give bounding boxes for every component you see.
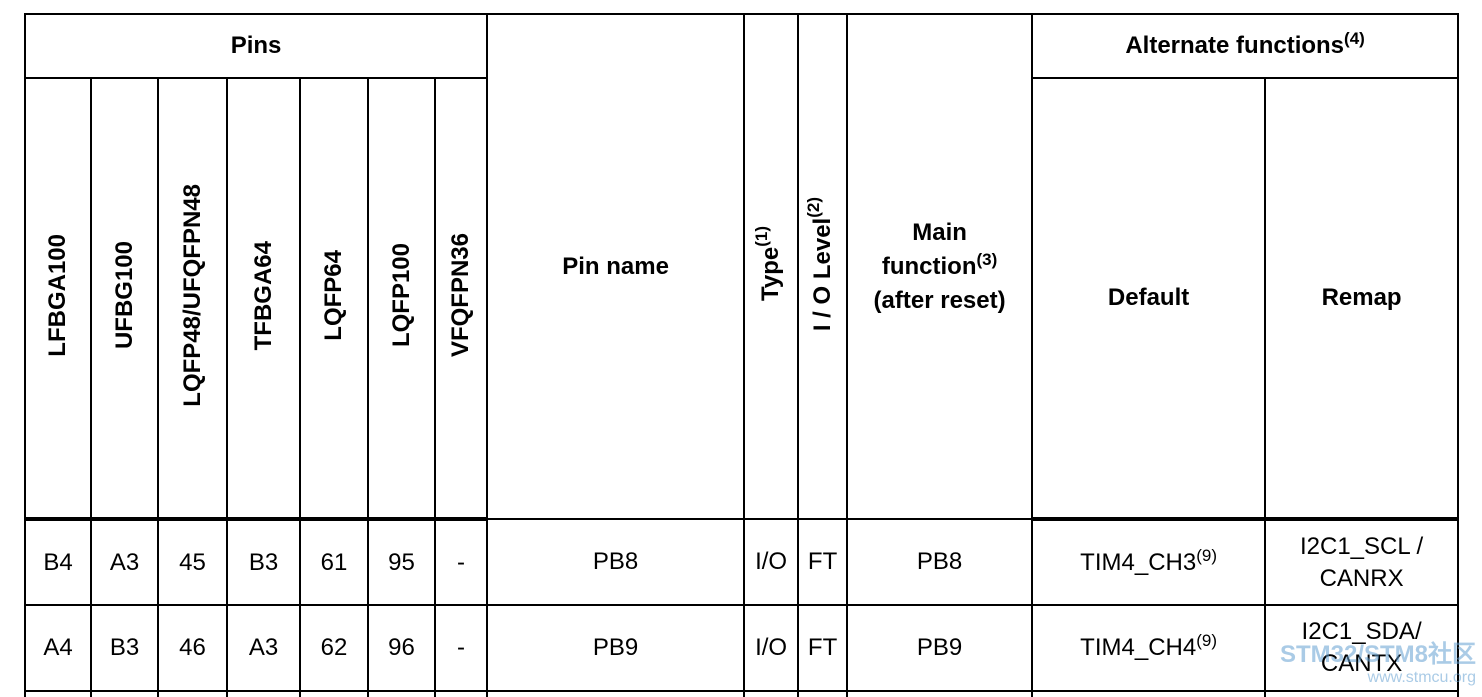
table-row-partial (24, 690, 1460, 697)
watermark: STM32/STM8社区 www.stmcu.org (1280, 634, 1476, 687)
table-row: A4 B3 46 A3 62 96 - PB9 I/O FT PB9 TIM4_… (24, 604, 1460, 692)
pins-header-label: Pins (230, 32, 282, 59)
col-header-tfbga64: TFBGA64 (226, 77, 301, 521)
cell-main-function: PB9 (846, 604, 1034, 692)
cell-default: TIM4_CH3(9) (1031, 518, 1267, 606)
header-row-bottom: LFBGA100 UFBG100 LQFP48/UFQFPN48 TFBGA64… (24, 77, 1460, 521)
cell-pin-name: PB8 (486, 518, 746, 606)
cell-tfbga64: B3 (226, 518, 301, 606)
watermark-main-text: STM32/STM8社区 (1279, 641, 1476, 668)
header-row-top: Pins Pin name Type(1) I / O Level(2) Mai… (23, 13, 1460, 520)
cell-io-level: FT (797, 604, 849, 692)
pin-name-header: Pin name (486, 13, 746, 520)
cell-lqfp100: 95 (367, 518, 436, 606)
cell-ufbg100: A3 (90, 518, 159, 606)
cell-ufbg100: B3 (90, 604, 159, 692)
cell-tfbga64: A3 (226, 604, 301, 692)
main-function-header: Main function(3) (after reset) (846, 13, 1034, 520)
cell-lqfp48: 45 (157, 518, 228, 606)
remap-header: Remap (1264, 77, 1460, 521)
col-header-lqfp100: LQFP100 (367, 77, 436, 521)
col-header-vfqfpn36: VFQFPN36 (433, 77, 489, 521)
io-level-header: I / O Level(2) (797, 13, 849, 520)
cell-remap: I2C1_SCL /CANRX (1264, 518, 1460, 606)
type-header-text: Type(1) (752, 226, 785, 302)
cell-lfbga100: B4 (24, 518, 92, 606)
cell-remap: I2C1_SDA/CANTX (1264, 604, 1460, 692)
cell-lqfp64: 62 (299, 604, 369, 692)
cell-pin-name: PB9 (486, 604, 746, 692)
cell-type: I/O (743, 518, 800, 606)
pin-definition-table: Pins Pin name Type(1) I / O Level(2) Mai… (23, 13, 1460, 697)
default-header: Default (1031, 77, 1267, 521)
cell-vfqfpn36: - (433, 604, 489, 692)
cell-lqfp64: 61 (299, 518, 369, 606)
cell-vfqfpn36: - (433, 518, 489, 606)
type-header: Type(1) (743, 13, 800, 520)
alternate-functions-header: Alternate functions(4) (1031, 13, 1460, 79)
cell-type: I/O (743, 604, 800, 692)
cell-lqfp48: 46 (157, 604, 228, 692)
cell-lfbga100: A4 (24, 604, 92, 692)
cell-main-function: PB8 (846, 518, 1034, 606)
col-header-ufbg100: UFBG100 (90, 77, 159, 521)
cell-io-level: FT (797, 518, 849, 606)
cell-lqfp100: 96 (367, 604, 436, 692)
pin-name-header-label: Pin name (562, 252, 669, 280)
col-header-lqfp64: LQFP64 (299, 77, 369, 521)
pins-group-header: Pins (23, 13, 489, 79)
table-row: B4 A3 45 B3 61 95 - PB8 I/O FT PB8 TIM4_… (24, 518, 1460, 606)
cell-default: TIM4_CH4(9) (1031, 604, 1267, 692)
io-level-header-text: I / O Level(2) (803, 196, 836, 332)
col-header-lqfp48: LQFP48/UFQFPN48 (157, 77, 228, 521)
watermark-url-text: www.stmcu.org (1367, 669, 1476, 686)
col-header-lfbga100: LFBGA100 (24, 77, 92, 521)
